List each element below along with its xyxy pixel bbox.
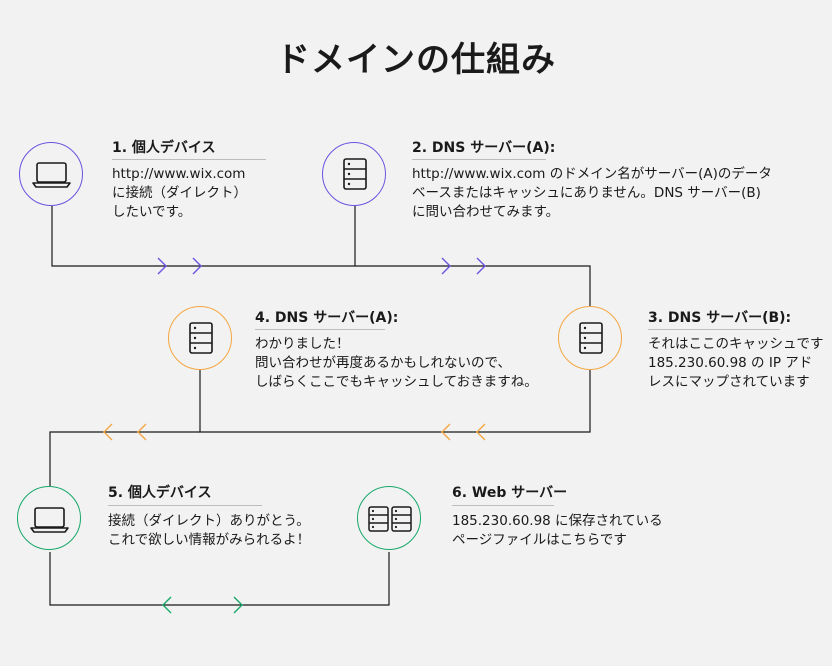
step-5-divider [108, 505, 262, 506]
arrow-right [192, 257, 202, 275]
step-3-title: 3. DNS サーバー(B): [648, 310, 792, 326]
node-dns-server-a [322, 142, 386, 206]
arrow-left [162, 596, 172, 614]
arrow-right [157, 257, 167, 275]
step-6-body: 185.230.60.98 に保存されている ページファイルはこちらです [452, 512, 663, 550]
step-1-body: http://www.wix.com に接続（ダイレクト） したいです。 [112, 165, 247, 222]
step-4-line: 問い合わせが再度あるかもしれないので、 [255, 355, 511, 371]
step-5-line: 接続（ダイレクト）ありがとう。 [108, 513, 310, 529]
step-3-line: それはここのキャッシュです [648, 336, 824, 352]
arrow-right [441, 257, 451, 275]
node-dns-server-a-cache [168, 306, 232, 370]
step-1-line: に接続（ダイレクト） [112, 185, 247, 201]
arrow-right [476, 257, 486, 275]
connector-1-2 [51, 206, 356, 267]
step-4-line: わかりました！ [255, 336, 350, 352]
connector-5-6 [49, 552, 390, 606]
step-5-title: 5. 個人デバイス [108, 485, 212, 501]
step-3-divider [648, 329, 780, 330]
step-1-line: http://www.wix.com [112, 166, 246, 182]
server-icon [579, 322, 603, 354]
step-4-line: しばらくここでもキャッシュしておきますね。 [255, 374, 538, 390]
node-personal-device-2 [17, 486, 81, 550]
step-6-line: 185.230.60.98 に保存されている [452, 513, 663, 529]
step-3-line: 185.230.60.98 の IP アド [648, 355, 813, 371]
step-6-divider [452, 505, 554, 506]
arrow-left [476, 423, 486, 441]
server-icon [189, 322, 213, 354]
step-1-line: したいです。 [112, 204, 192, 220]
step-2-line: ベースまたはキャッシュにありません。DNS サーバー(B) [412, 185, 761, 201]
node-dns-server-b [558, 306, 622, 370]
server-icon [343, 158, 367, 190]
step-4-body: わかりました！ 問い合わせが再度あるかもしれないので、 しばらくここでもキャッシ… [255, 335, 538, 392]
step-1-divider [112, 159, 266, 160]
step-6-line: ページファイルはこちらです [452, 532, 627, 548]
node-personal-device-1 [19, 142, 83, 206]
step-3-body: それはここのキャッシュです 185.230.60.98 の IP アド レスにマ… [648, 335, 832, 392]
laptop-icon [30, 507, 69, 533]
step-4-title: 4. DNS サーバー(A): [255, 310, 399, 326]
step-2-divider [412, 159, 546, 160]
connector-4-5 [49, 431, 200, 486]
arrow-left [441, 423, 451, 441]
connector-2-3 [355, 265, 591, 306]
laptop-icon [32, 162, 71, 188]
step-2-title: 2. DNS サーバー(A): [412, 140, 556, 156]
arrow-right [233, 596, 243, 614]
arrow-left [137, 423, 147, 441]
step-5-line: これで欲しい情報がみられるよ！ [108, 532, 311, 548]
step-5-body: 接続（ダイレクト）ありがとう。 これで欲しい情報がみられるよ！ [108, 512, 310, 550]
node-web-server [357, 486, 421, 550]
step-4-divider [255, 329, 385, 330]
double-server-icon [368, 506, 412, 532]
step-2-line: http://www.wix.com のドメイン名がサーバー(A)のデータ [412, 166, 772, 182]
page-title: ドメインの仕組み [276, 40, 556, 80]
connector-3-4 [199, 370, 591, 433]
step-6-title: 6. Web サーバー [452, 485, 568, 501]
step-2-body: http://www.wix.com のドメイン名がサーバー(A)のデータ ベー… [412, 165, 772, 222]
step-1-title: 1. 個人デバイス [112, 140, 216, 156]
step-3-line: レスにマップされています [648, 374, 810, 390]
arrow-left [103, 423, 113, 441]
step-2-line: に問い合わせてみます。 [412, 204, 560, 220]
